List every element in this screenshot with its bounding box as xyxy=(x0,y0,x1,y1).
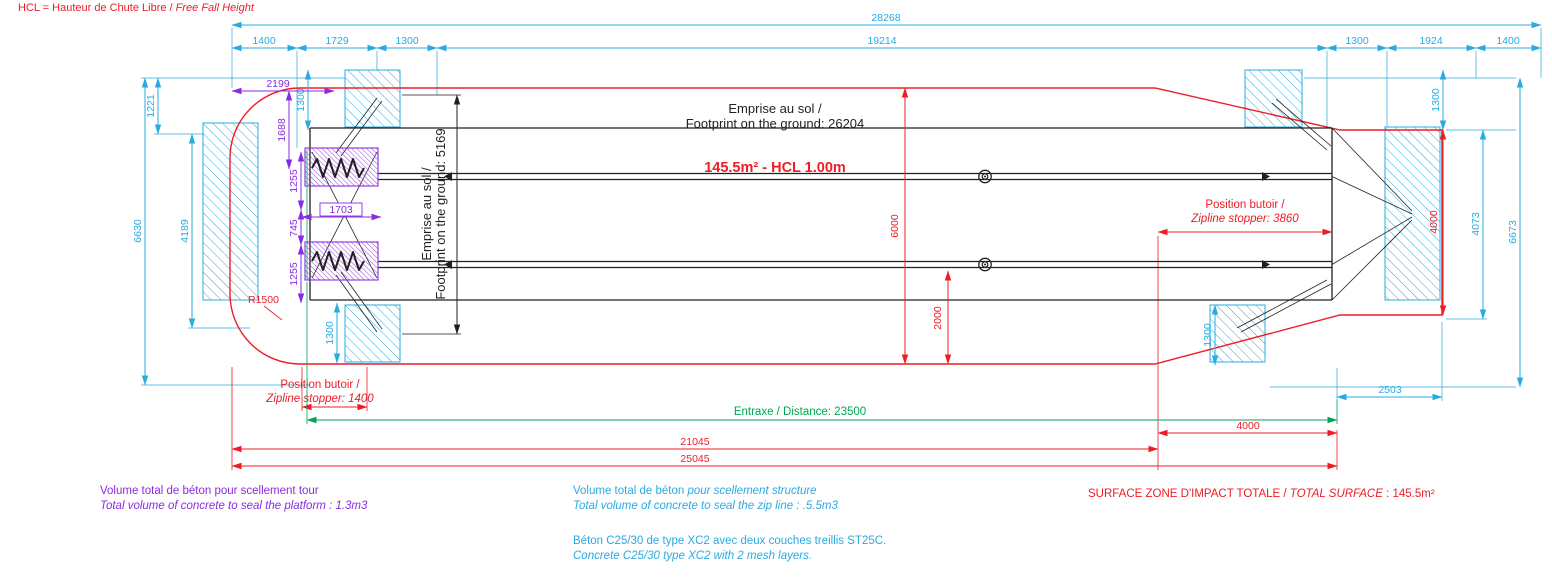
footing-bottom-right xyxy=(1209,304,1266,363)
dimensions-red: 6000 2000 4000 Position butoir / Zipline… xyxy=(231,87,1447,470)
label-impact-surface: 145.5m² - HCL 1.00m xyxy=(704,160,846,176)
dim-label-top-1400-right: 1400 xyxy=(1496,35,1520,47)
dim-label-top-1400-left: 1400 xyxy=(252,35,276,47)
hcl-legend-en: Free Fall Height xyxy=(175,2,254,14)
concrete-footings xyxy=(202,69,1441,363)
dim-label-left-4189: 4189 xyxy=(179,219,191,243)
dim-label-footprint-5169-en: Footprint on the ground: 5169 xyxy=(433,128,448,299)
note-total-surface-en: TOTAL SURFACE xyxy=(1289,488,1383,500)
dim-label-tower-745: 745 xyxy=(288,219,300,237)
anchor-target-lower xyxy=(978,257,992,272)
note-concrete-zipline-fr: Volume total de béton pour scellement st… xyxy=(573,484,838,499)
footing-bottom-left xyxy=(344,304,401,363)
dim-label-footprint-5169-fr: Emprise au sol / xyxy=(419,167,434,261)
hcl-legend-fr: HCL = Hauteur de Chute Libre / xyxy=(18,2,176,14)
dim-label-entraxe: Entraxe / Distance: 23500 xyxy=(734,406,866,418)
dim-label-tower-1703: 1703 xyxy=(329,204,353,216)
extension-lines-red xyxy=(231,236,1338,470)
dim-label-left-anchor-1300-bottom: 1300 xyxy=(324,321,336,345)
right-anchor-lines xyxy=(1331,127,1413,301)
tower-anchor-symbol-upper xyxy=(311,158,365,178)
dim-label-zone-right-4000: 4000 xyxy=(1428,210,1440,234)
dim-label-left-1221: 1221 xyxy=(145,94,157,118)
zipline-cables xyxy=(309,127,1333,301)
tower-anchor-symbol-lower xyxy=(311,251,365,271)
note-total-surface-fr: SURFACE ZONE D'IMPACT TOTALE / xyxy=(1088,488,1290,500)
dim-label-right-2503: 2503 xyxy=(1378,384,1402,396)
dimension-footprint-width: Emprise au sol / Footprint on the ground… xyxy=(402,94,461,335)
cable-direction-markers xyxy=(444,172,1270,269)
dim-label-zone-2000: 2000 xyxy=(932,306,944,330)
label-stopper-right-fr: Position butoir / xyxy=(1205,199,1285,211)
leader-r1500 xyxy=(263,305,283,321)
note-concrete-tower-fr: Volume total de béton pour scellement to… xyxy=(100,485,319,497)
footing-right-end xyxy=(1384,126,1441,301)
dimensions-purple: 2199 1688 1255 745 1255 1703 xyxy=(231,78,382,304)
dim-label-right-6673: 6673 xyxy=(1507,220,1519,244)
dim-label-tower-1255-bottom: 1255 xyxy=(288,262,300,286)
dim-label-zone-6000: 6000 xyxy=(889,214,901,238)
note-total-surface-value: : 145.5m² xyxy=(1382,488,1435,500)
extension-lines-green xyxy=(306,282,1338,424)
extension-lines-black xyxy=(402,94,461,335)
label-stopper-left-fr: Position butoir / xyxy=(280,379,360,391)
dim-label-top-1729: 1729 xyxy=(325,35,349,47)
note-concrete-tower: Volume total de béton pour scellement to… xyxy=(100,484,367,514)
dim-label-top-1300-right: 1300 xyxy=(1345,35,1369,47)
dim-label-bottom-4000: 4000 xyxy=(1236,420,1260,432)
dim-label-top-1300-left: 1300 xyxy=(395,35,419,47)
central-annotations: Emprise au sol / Footprint on the ground… xyxy=(686,101,865,176)
dimensions-blue: 28268 1400 1729 1300 19214 1300 1924 140… xyxy=(132,12,1542,401)
guy-wires xyxy=(335,97,1332,333)
dim-label-r1500: R1500 xyxy=(248,294,279,306)
dim-label-right-4073: 4073 xyxy=(1470,212,1482,236)
dim-label-tower-1688: 1688 xyxy=(276,118,288,142)
dim-box-tower-1703 xyxy=(319,202,363,217)
dim-label-left-6630: 6630 xyxy=(132,219,144,243)
hcl-legend: HCL = Hauteur de Chute Libre / Free Fall… xyxy=(18,2,254,14)
note-concrete-tower-en: Total volume of concrete to seal the pla… xyxy=(100,500,368,512)
dim-label-tower-1255-top: 1255 xyxy=(288,169,300,193)
note-concrete-spec: Béton C25/30 de type XC2 avec deux couch… xyxy=(573,534,886,564)
dim-label-overall-width: 28268 xyxy=(871,12,900,24)
label-footprint-ground-en: Footprint on the ground: 26204 xyxy=(686,116,865,131)
footing-top-left xyxy=(344,69,401,128)
dimensions-green: Entraxe / Distance: 23500 xyxy=(306,282,1338,424)
note-zipline-fr-roman: Volume total de béton xyxy=(573,485,688,497)
footing-top-right xyxy=(1244,69,1303,128)
note-zipline-fr-italic: pour scellement structure xyxy=(687,485,817,497)
note-concrete-zipline: Volume total de béton pour scellement st… xyxy=(573,484,838,514)
extension-lines-blue xyxy=(141,28,1542,401)
dim-label-right-anchor-1300-top: 1300 xyxy=(1430,88,1442,112)
dim-label-top-1924: 1924 xyxy=(1419,35,1443,47)
note-concrete-zipline-en: Total volume of concrete to seal the zip… xyxy=(573,500,838,512)
label-stopper-left-en: Zipline stopper: 1400 xyxy=(265,393,374,405)
tower-footing-upper xyxy=(304,147,379,187)
dim-label-tower-2199: 2199 xyxy=(266,78,290,90)
dim-label-right-anchor-1300-bottom: 1300 xyxy=(1202,323,1214,347)
label-stopper-right-en: Zipline stopper: 3860 xyxy=(1190,213,1299,225)
tower-footing-lower xyxy=(304,241,379,281)
note-total-surface: SURFACE ZONE D'IMPACT TOTALE / TOTAL SUR… xyxy=(1088,487,1435,502)
label-footprint-ground-fr: Emprise au sol / xyxy=(728,101,822,116)
dim-label-left-anchor-1300-top: 1300 xyxy=(295,88,307,112)
dim-label-top-19214: 19214 xyxy=(867,35,896,47)
note-concrete-spec-fr: Béton C25/30 de type XC2 avec deux couch… xyxy=(573,535,887,547)
anchor-target-upper xyxy=(978,169,992,184)
note-concrete-spec-en: Concrete C25/30 type XC2 with 2 mesh lay… xyxy=(573,550,813,562)
impact-zone-outline xyxy=(229,87,1443,365)
dim-label-bottom-25045: 25045 xyxy=(680,453,709,465)
dim-label-bottom-21045: 21045 xyxy=(680,436,709,448)
